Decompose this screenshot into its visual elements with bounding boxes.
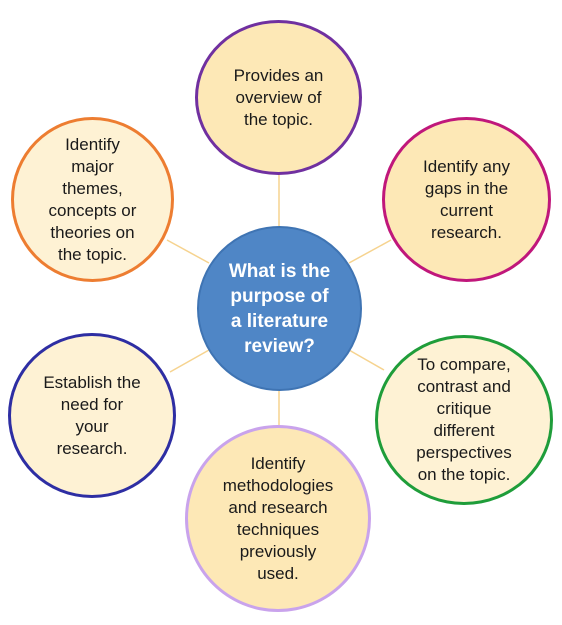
- connector-top-left: [166, 239, 210, 264]
- node-themes-label: Identify major themes, concepts or theor…: [48, 134, 137, 264]
- node-compare: To compare, contrast and critique differ…: [375, 335, 553, 505]
- node-gaps-label: Identify any gaps in the current researc…: [423, 156, 510, 242]
- node-methodologies-label: Identify methodologies and research tech…: [222, 453, 334, 583]
- connector-left: [169, 349, 210, 373]
- center-question-label: What is the purpose of a literature revi…: [228, 260, 331, 357]
- node-compare-label: To compare, contrast and critique differ…: [416, 355, 512, 484]
- connector-top-right: [348, 239, 392, 264]
- connector-right: [348, 349, 385, 371]
- node-need-label: Establish the need for your research.: [43, 372, 141, 458]
- node-methodologies: Identify methodologies and research tech…: [185, 425, 371, 612]
- node-themes: Identify major themes, concepts or theor…: [11, 117, 174, 282]
- node-overview: Provides an overview of the topic.: [195, 20, 362, 175]
- node-overview-label: Provides an overview of the topic.: [233, 65, 324, 129]
- node-gaps: Identify any gaps in the current researc…: [382, 117, 551, 282]
- center-question-node: What is the purpose of a literature revi…: [197, 226, 362, 391]
- node-need: Establish the need for your research.: [8, 333, 176, 498]
